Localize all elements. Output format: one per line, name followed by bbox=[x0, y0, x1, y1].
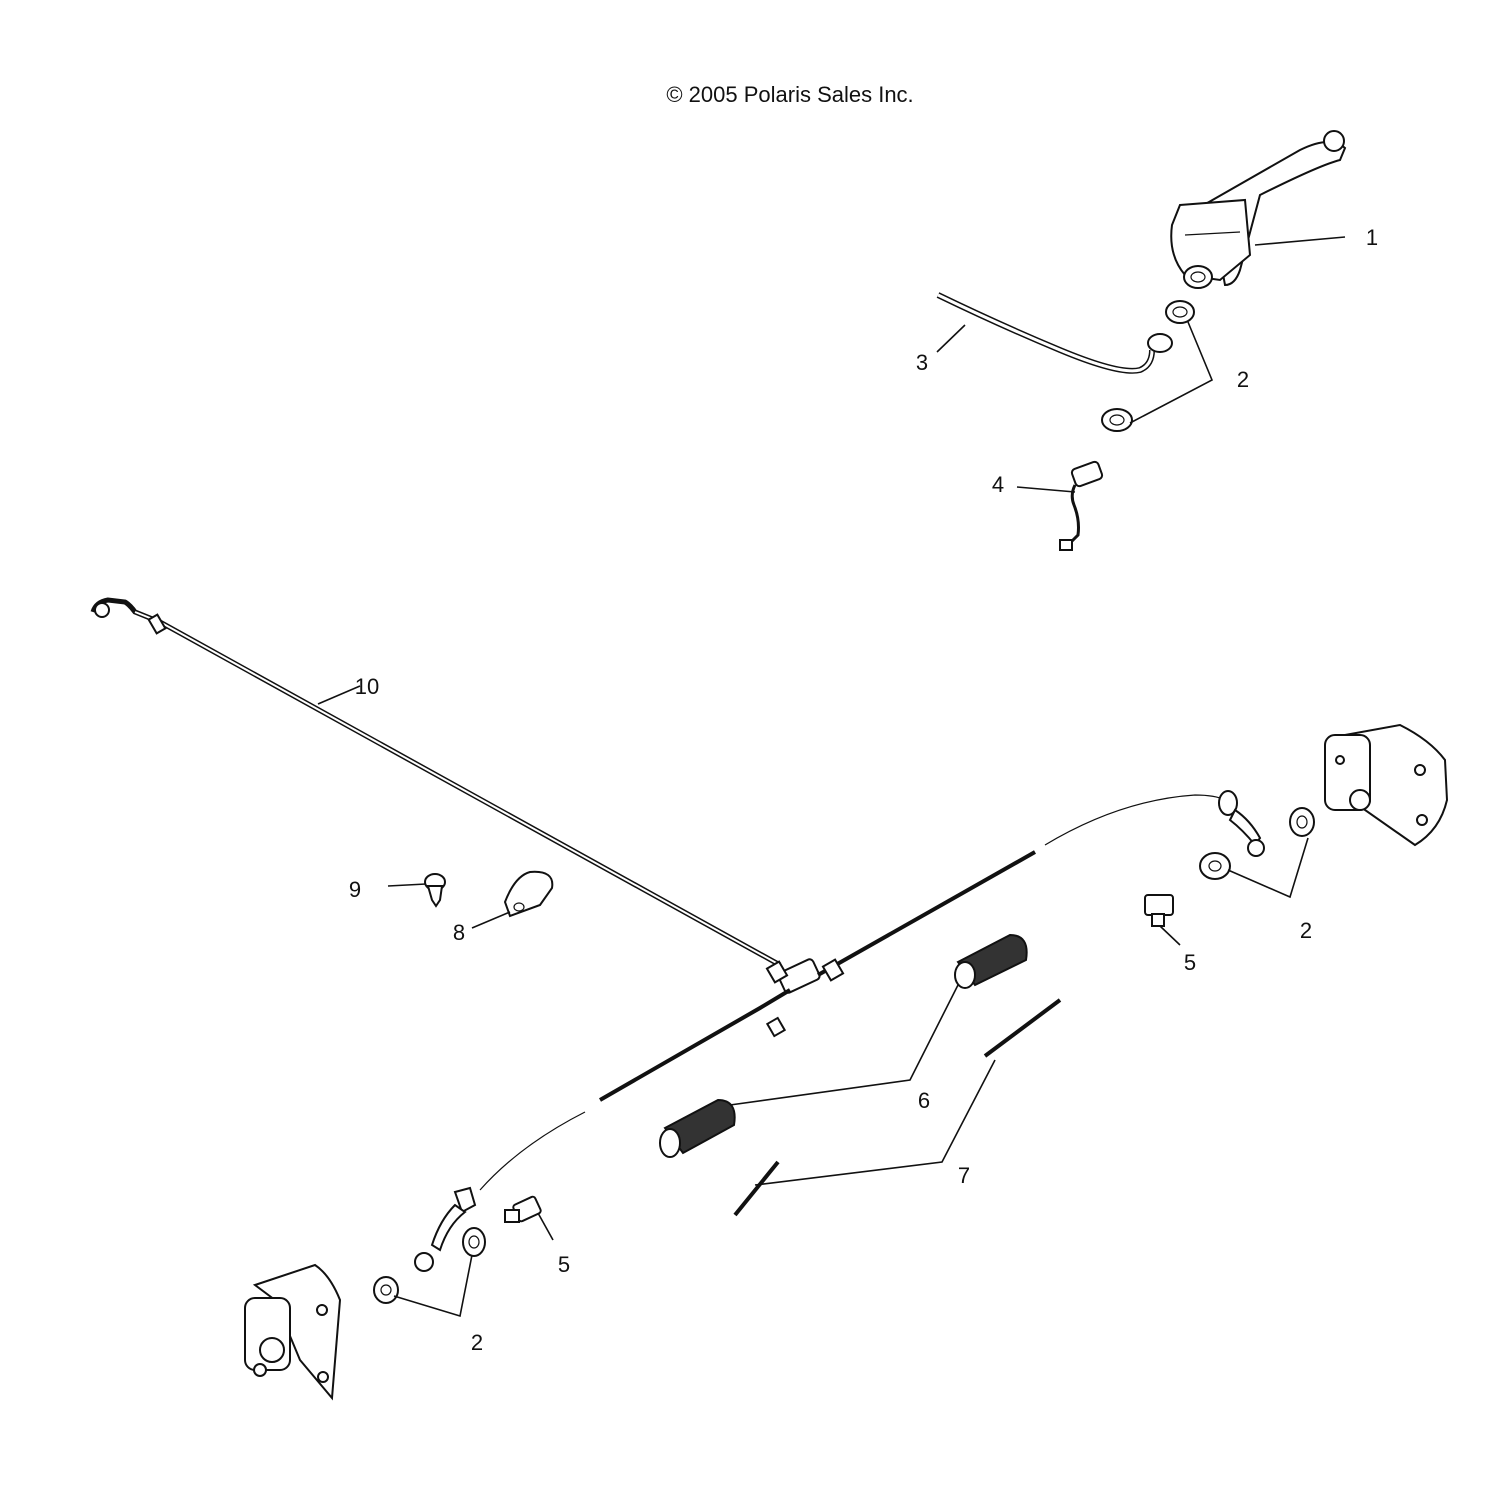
callout-2-right: 2 bbox=[1300, 918, 1312, 943]
callout-10: 10 bbox=[355, 674, 379, 699]
right-banjo-fitting bbox=[1218, 790, 1265, 857]
right-caliper bbox=[1324, 723, 1449, 847]
foot-grip-upper bbox=[954, 933, 1028, 989]
left-banjo-fitting bbox=[414, 1186, 477, 1272]
right-bolt bbox=[1144, 894, 1174, 927]
foot-grip-lower bbox=[659, 1098, 736, 1158]
left-bolt bbox=[504, 1195, 542, 1223]
callout-2-upper: 2 bbox=[1237, 367, 1249, 392]
callout-5-left: 5 bbox=[558, 1252, 570, 1277]
copyright-text: © 2005 Polaris Sales Inc. bbox=[666, 82, 913, 107]
cotter-pins bbox=[733, 998, 1062, 1217]
master-cylinder-lever bbox=[1170, 130, 1347, 289]
callout-labels: 1 2 2 2 3 4 5 5 6 7 8 9 10 bbox=[349, 225, 1378, 1355]
callout-7: 7 bbox=[958, 1163, 970, 1188]
brake-tee-junction bbox=[479, 794, 1226, 1191]
left-caliper bbox=[244, 1263, 342, 1401]
upper-washers bbox=[1101, 300, 1195, 432]
callout-5-right: 5 bbox=[1184, 950, 1196, 975]
main-brake-line bbox=[90, 597, 782, 968]
callout-4: 4 bbox=[992, 472, 1004, 497]
callout-8: 8 bbox=[453, 920, 465, 945]
clamp-bolt bbox=[424, 873, 446, 908]
callout-9: 9 bbox=[349, 877, 361, 902]
left-washers bbox=[373, 1227, 486, 1304]
callout-1: 1 bbox=[1366, 225, 1378, 250]
callout-2-left: 2 bbox=[471, 1330, 483, 1355]
right-washers bbox=[1199, 807, 1315, 880]
upper-brake-line bbox=[936, 292, 1173, 374]
callout-3: 3 bbox=[916, 350, 928, 375]
line-clamp bbox=[503, 870, 554, 918]
leader-lines bbox=[317, 236, 1346, 1318]
brake-switch bbox=[1059, 460, 1104, 551]
callout-6: 6 bbox=[918, 1088, 930, 1113]
